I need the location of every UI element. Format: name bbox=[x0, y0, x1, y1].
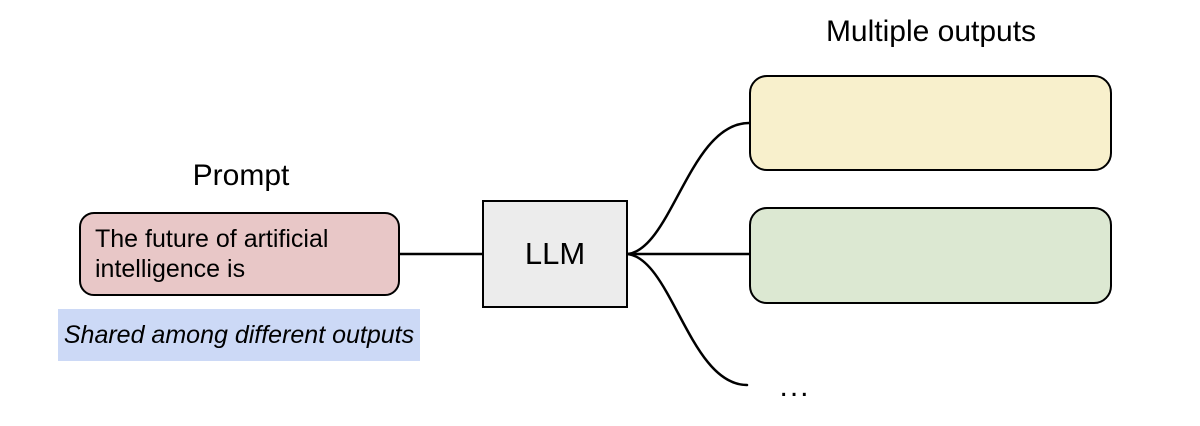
llm-box: LLM bbox=[482, 200, 628, 308]
more-outputs-ellipsis: ... bbox=[779, 370, 811, 403]
prompt-box: The future of artificial intelligence is bbox=[79, 212, 400, 296]
connector-llm-to-more-outputs bbox=[626, 252, 749, 387]
output-box-1 bbox=[749, 75, 1112, 171]
prompt-text: The future of artificial intelligence is bbox=[95, 225, 329, 283]
multiple-outputs-title: Multiple outputs bbox=[825, 15, 1037, 48]
output-box-2 bbox=[749, 207, 1112, 304]
connector-llm-to-output-top bbox=[626, 121, 751, 256]
llm-label: LLM bbox=[524, 236, 586, 271]
prompt-shared-caption: Shared among different outputs bbox=[58, 309, 420, 361]
prompt-title: Prompt bbox=[192, 159, 290, 192]
